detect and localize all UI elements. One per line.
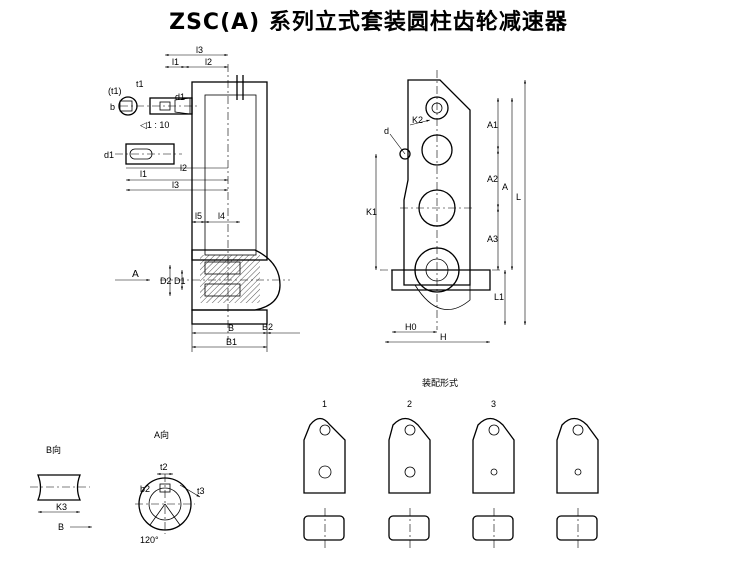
label-b-arrow: B [58,522,64,532]
form-3-label: 3 [491,399,496,409]
a-view [135,472,201,534]
label-d1-mid: d1 [104,150,114,160]
label-K1: K1 [366,207,377,217]
label-K3: K3 [56,502,67,512]
label-l3-mid: l3 [172,180,179,190]
label-A: A [502,182,508,192]
label-l3-top: l3 [196,45,203,55]
housing-elevation-view [374,70,527,344]
form-1-label: 1 [322,399,327,409]
label-taper: ◁1 : 10 [140,120,169,130]
label-l2-top: l2 [205,57,212,67]
shaft-section [118,96,138,116]
assembly-form-3 [472,417,515,548]
label-b: b [110,102,115,112]
label-b2: b2 [140,484,150,494]
gear-housing-section [191,249,281,311]
b-view [30,474,92,529]
label-l2-mid: l2 [180,163,187,173]
left-assembly-view [115,53,300,352]
label-A3: A3 [487,234,498,244]
label-A2: A2 [487,174,498,184]
page-title: ZSC(A) 系列立式套装圆柱齿轮减速器 [169,10,568,35]
label-t1: t1 [136,79,144,89]
label-d1-top: d1 [175,92,185,102]
assembly-form-2 [388,417,431,548]
label-K2: K2 [412,115,423,125]
label-t2: t2 [160,462,168,472]
b-view-title: B向 [46,444,61,455]
label-d2: D2 [160,276,172,286]
label-l5: l5 [195,211,202,221]
label-H: H [440,332,447,342]
label-L1: L1 [494,292,504,302]
label-l4: l4 [218,211,225,221]
assembly-title: 装配形式 [422,377,458,388]
form-2-label: 2 [407,399,412,409]
label-angle: 120° [140,535,159,545]
label-L: L [516,192,521,202]
assembly-form-1 [303,417,346,548]
label-l1-top: l1 [172,57,179,67]
label-a-arrow: A [132,269,139,280]
label-H0: H0 [405,322,417,332]
label-B: B [228,323,234,333]
housing-base [391,269,491,291]
label-B2: B2 [262,322,273,332]
label-d: d [384,126,389,136]
label-l1-mid: l1 [140,169,147,179]
left-frame-inner [204,94,257,256]
label-B1: B1 [226,337,237,347]
label-t3: t3 [197,486,205,496]
label-t1-paren: (t1) [108,86,122,96]
a-view-title: A向 [154,429,169,440]
label-A1: A1 [487,120,498,130]
assembly-form-4 [556,417,599,548]
label-d1-section: D1 [174,276,186,286]
lifting-hole [399,148,411,160]
